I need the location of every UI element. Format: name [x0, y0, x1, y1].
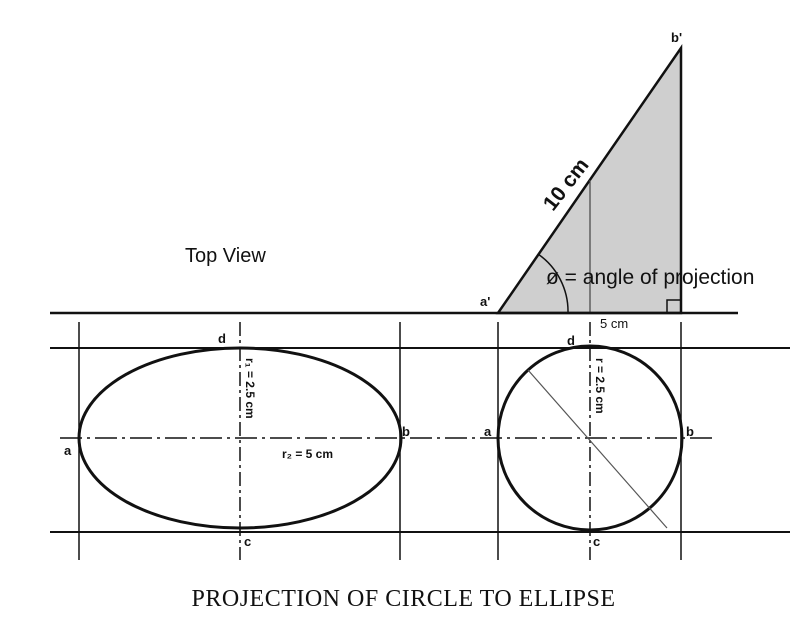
circle-bottom-label: c — [593, 534, 600, 549]
ellipse-minor-radius-label: r₁ = 2.5 cm — [243, 358, 257, 419]
circle-top-label: d — [567, 333, 575, 348]
ellipse-major-radius-label: r₂ = 5 cm — [282, 447, 333, 461]
circle-left-label: a — [484, 424, 492, 439]
ellipse-top-label: d — [218, 331, 226, 346]
angle-label: ø = angle of projection — [546, 266, 754, 289]
base-label: 5 cm — [600, 316, 628, 331]
circle-right-label: b — [686, 424, 694, 439]
triangle-apex-label: b' — [671, 30, 682, 45]
ellipse-right-label: b — [402, 424, 410, 439]
right-angle-mark — [666, 299, 681, 313]
circle-diagonal-line — [527, 369, 668, 529]
ellipse-shape — [77, 346, 403, 530]
ellipse-bottom-label: c — [244, 534, 251, 549]
circle-shape — [496, 344, 684, 532]
ellipse-left-label: a — [64, 443, 72, 458]
figure-caption: PROJECTION OF CIRCLE TO ELLIPSE — [191, 586, 616, 612]
angle-arc — [537, 253, 569, 314]
top-view-label: Top View — [185, 245, 266, 267]
circle-radius-label: r = 2.5 cm — [593, 358, 607, 414]
triangle-base-label: a' — [480, 294, 490, 309]
